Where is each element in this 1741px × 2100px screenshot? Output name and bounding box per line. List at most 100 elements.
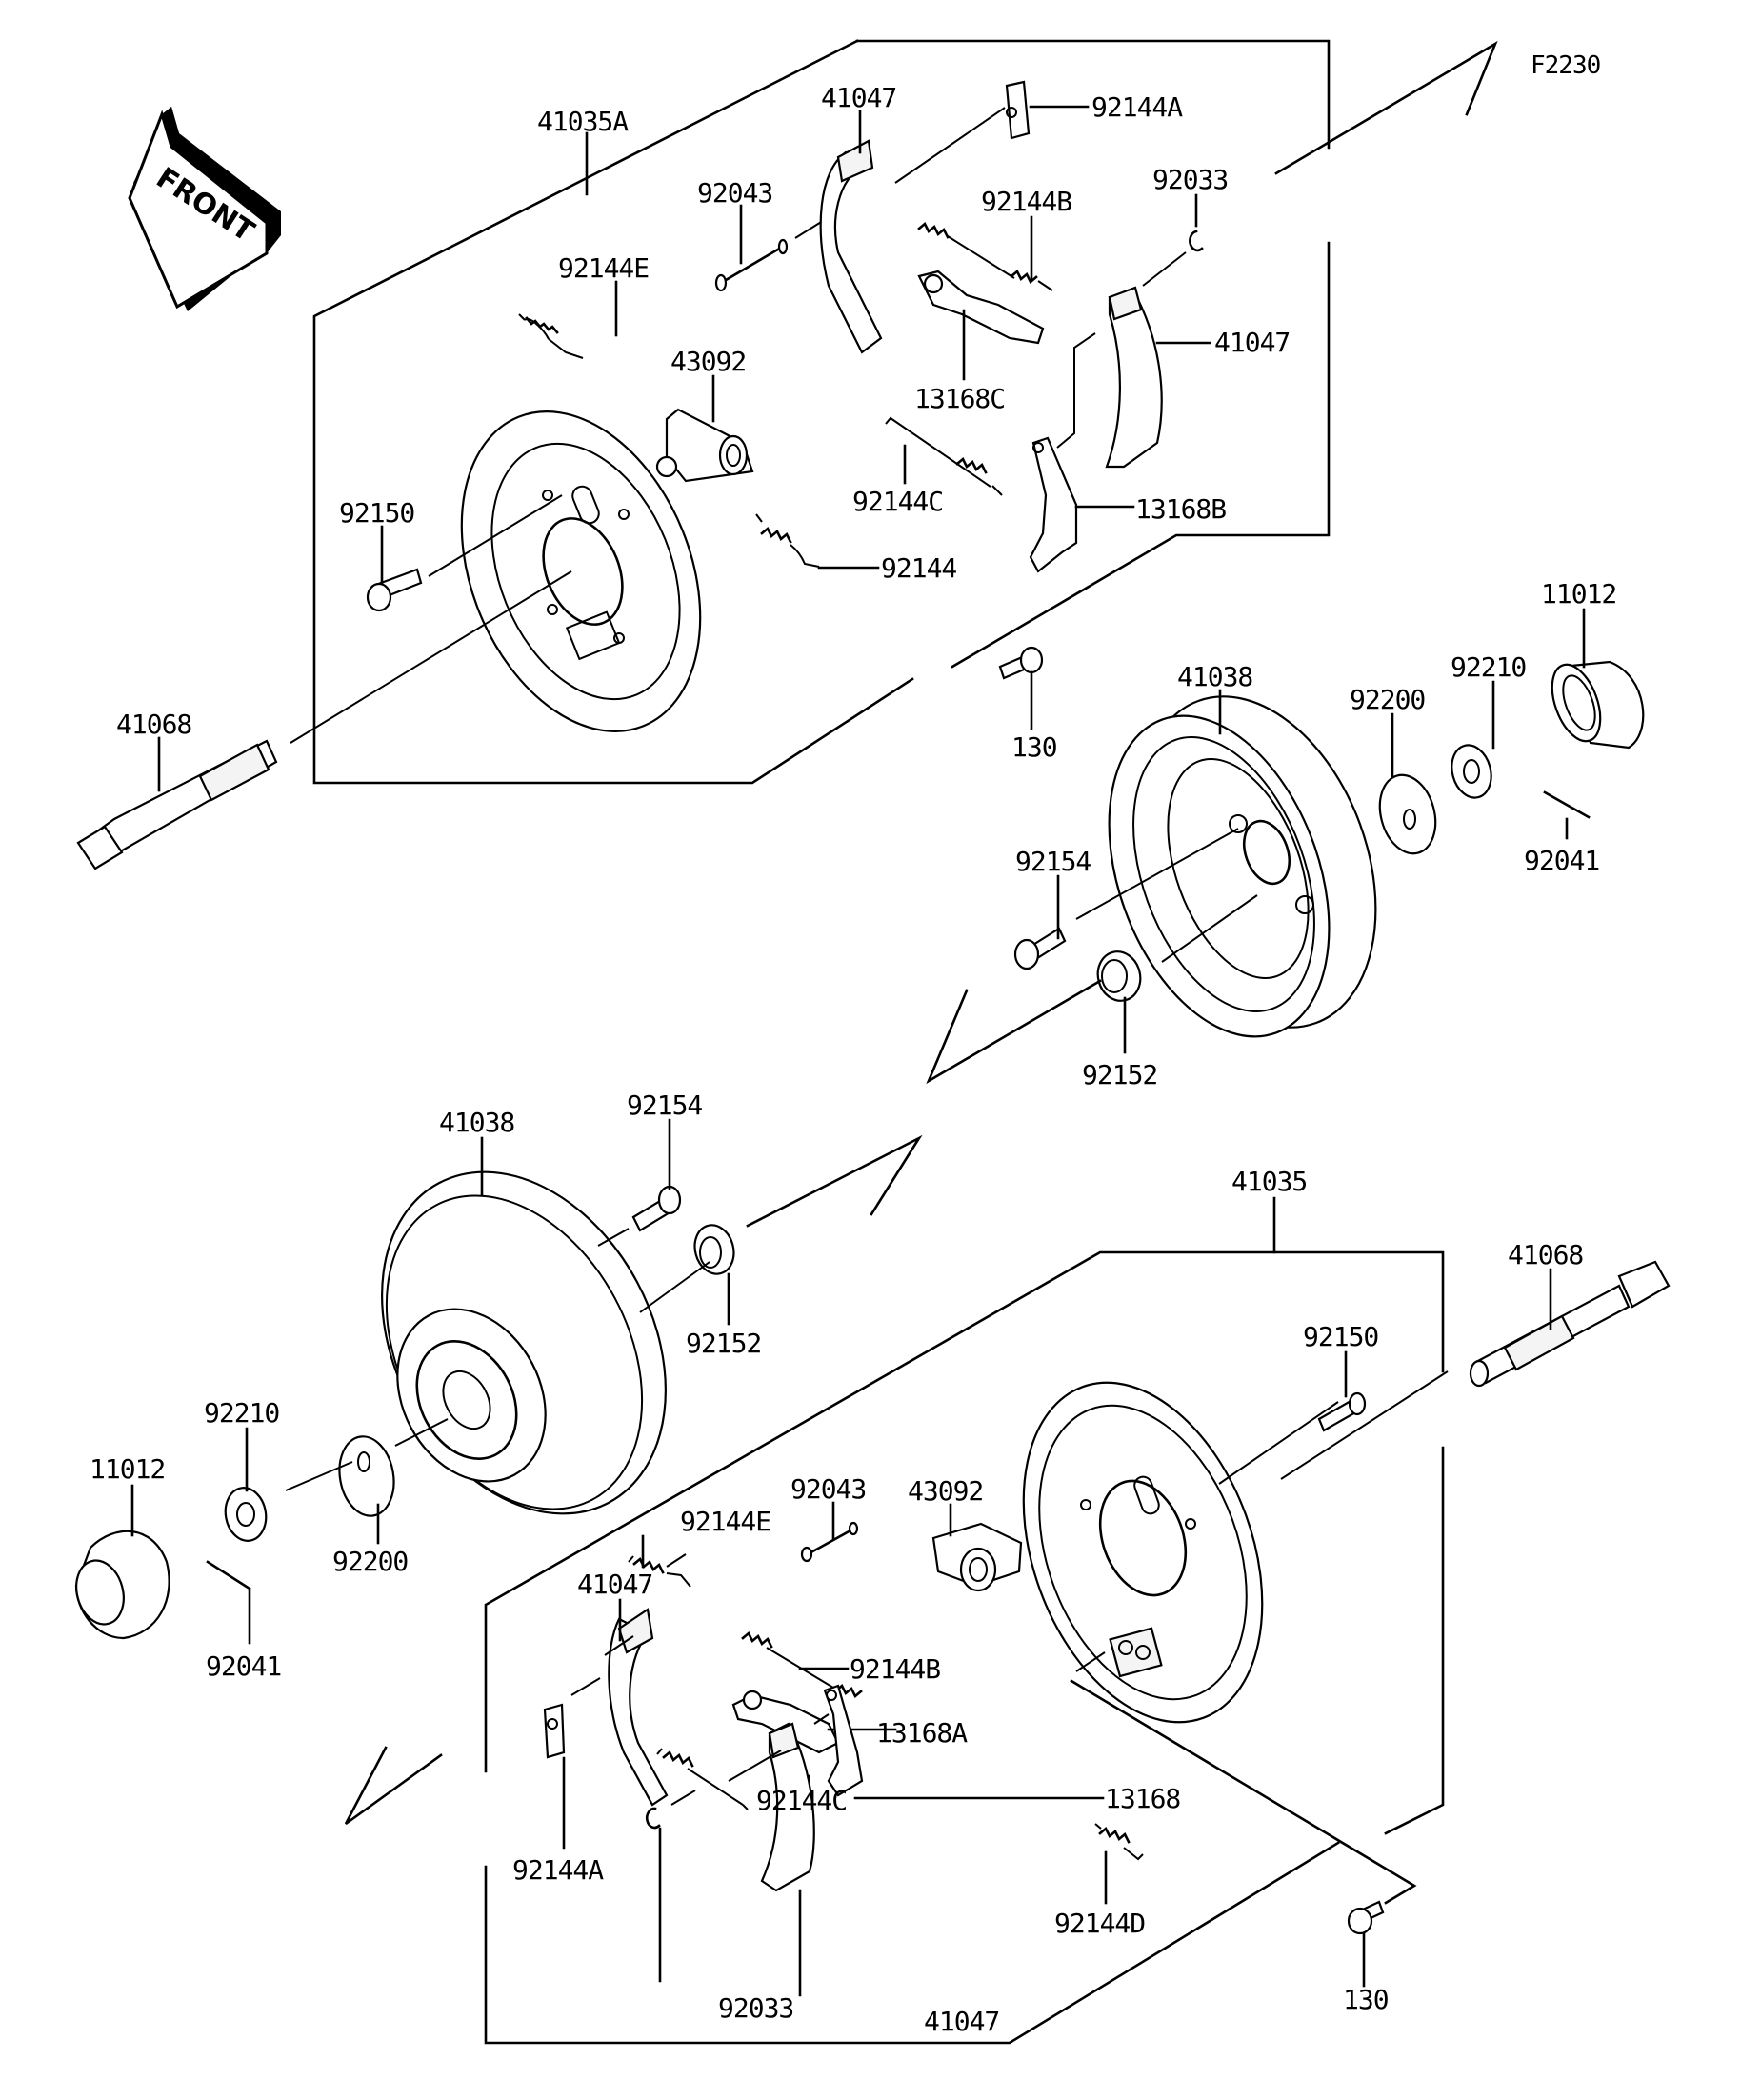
spring-92144E-upper[interactable] [518, 313, 584, 359]
spring-92144C-upper[interactable] [885, 416, 1003, 496]
callout-13168C-upper[interactable]: 13168C [914, 383, 1006, 414]
collar-92152-right[interactable] [1092, 947, 1146, 1006]
spring-92144C-lower[interactable] [656, 1748, 749, 1810]
axle-shaft-upper[interactable] [76, 739, 278, 870]
callout-92210-left[interactable]: 92210 [204, 1397, 280, 1429]
lever-13168B-upper[interactable] [1029, 436, 1078, 573]
spring-92144D-lower[interactable] [1094, 1823, 1144, 1861]
spring-clip-92144A-lower[interactable] [543, 1703, 566, 1759]
callout-41047-upper-right[interactable]: 41047 [1214, 327, 1291, 358]
callout-41038-left[interactable]: 41038 [439, 1107, 515, 1138]
callout-92144A-upper[interactable]: 92144A [1091, 91, 1184, 123]
callout-92150-lower[interactable]: 92150 [1303, 1321, 1379, 1352]
callout-92144E-upper[interactable]: 92144E [558, 252, 650, 284]
callout-92152-left[interactable]: 92152 [686, 1328, 762, 1359]
spring-clip-92144A-upper[interactable] [1005, 80, 1031, 140]
brake-drum-right[interactable] [1068, 664, 1418, 1068]
pin-92043-lower[interactable] [800, 1521, 859, 1563]
callout-92200-left[interactable]: 92200 [332, 1546, 409, 1577]
callout-92144A-lower[interactable]: 92144A [512, 1854, 605, 1886]
cotter-pin-92041-left[interactable] [206, 1560, 251, 1590]
callout-130-upper[interactable]: 130 [1011, 731, 1058, 763]
axis-line [604, 1635, 634, 1656]
brake-shoe-lower-left[interactable] [608, 1608, 669, 1807]
callout-13168-lower[interactable]: 13168 [1105, 1783, 1181, 1814]
callout-41068-upper[interactable]: 41068 [116, 709, 192, 740]
callout-43092-upper[interactable]: 43092 [670, 346, 747, 377]
callout-92200-right[interactable]: 92200 [1350, 684, 1426, 715]
callout-13168A-lower[interactable]: 13168A [876, 1717, 969, 1749]
spring-92144B-lower[interactable] [741, 1630, 863, 1699]
washer-92200-right[interactable] [1371, 769, 1444, 860]
spring-92144B-upper[interactable] [917, 221, 1053, 291]
wheel-cylinder-upper[interactable] [655, 408, 754, 483]
brake-panel-lower[interactable] [980, 1350, 1307, 1755]
axis-line [428, 494, 563, 577]
axis-line [1075, 828, 1239, 920]
brake-shoe-upper-right[interactable] [1105, 286, 1163, 469]
nut-92210-right[interactable] [1446, 741, 1496, 802]
callout-92210-right[interactable]: 92210 [1451, 651, 1527, 683]
callout-92043-upper[interactable]: 92043 [697, 177, 773, 209]
callout-92144B-upper[interactable]: 92144B [981, 186, 1072, 217]
bolt-130-upper[interactable] [998, 646, 1044, 680]
callout-130-lower[interactable]: 130 [1343, 1984, 1390, 2015]
callout-41047-lower-bottom[interactable]: 41047 [924, 2006, 1000, 2037]
callout-92144B-lower[interactable]: 92144B [850, 1653, 941, 1685]
callout-92154-left[interactable]: 92154 [627, 1090, 703, 1121]
callout-41068-lower[interactable]: 41068 [1508, 1239, 1584, 1270]
collar-92152-left[interactable] [690, 1221, 739, 1279]
callout-92144-upper[interactable]: 92144 [881, 552, 957, 584]
axis-line [1056, 332, 1096, 449]
bolt-92154-right[interactable] [1013, 927, 1067, 970]
callout-92144E-lower[interactable]: 92144E [680, 1506, 771, 1537]
axis-line [813, 1713, 830, 1725]
callout-92144C-lower[interactable]: 92144C [756, 1785, 848, 1816]
axle-shaft-lower[interactable] [1469, 1260, 1671, 1388]
callout-41047-upper-left[interactable]: 41047 [821, 82, 897, 113]
washer-92200-left[interactable] [333, 1432, 400, 1520]
callout-43092-lower[interactable]: 43092 [908, 1475, 984, 1507]
front-arrow-icon: FRONT [128, 107, 281, 311]
cap-11012-right[interactable] [1543, 658, 1645, 750]
lever-13168-lower[interactable] [823, 1684, 864, 1797]
callout-92041-right[interactable]: 92041 [1524, 845, 1600, 876]
brake-shoe-upper-left[interactable] [819, 139, 883, 354]
group-bracket-line [746, 1134, 923, 1228]
callout-41047-lower-left[interactable]: 41047 [577, 1569, 653, 1600]
callout-41035[interactable]: 41035 [1231, 1166, 1308, 1197]
callout-41038-right[interactable]: 41038 [1177, 661, 1253, 692]
brake-shoe-lower-bottom[interactable] [760, 1722, 815, 1892]
bolt-130-lower[interactable] [1347, 1900, 1385, 1935]
callout-92154-right[interactable]: 92154 [1015, 846, 1091, 877]
clip-92033-upper[interactable] [1189, 230, 1204, 252]
brake-drum-left[interactable] [326, 1123, 723, 1563]
callout-41035A[interactable]: 41035A [537, 106, 630, 137]
callout-92144C-upper[interactable]: 92144C [852, 486, 944, 517]
callout-92144D-lower[interactable]: 92144D [1054, 1908, 1146, 1939]
clip-92033-lower[interactable] [646, 1807, 661, 1830]
callout-92041-left[interactable]: 92041 [206, 1650, 282, 1682]
pin-92043-upper[interactable] [714, 238, 789, 292]
callout-92150-upper[interactable]: 92150 [339, 497, 415, 529]
callout-13168B-upper[interactable]: 13168B [1135, 493, 1227, 525]
callout-11012-right[interactable]: 11012 [1541, 578, 1617, 610]
callout-92043-lower[interactable]: 92043 [790, 1473, 867, 1505]
cap-11012-left[interactable] [70, 1530, 170, 1640]
lower-assembly-frame-bottom [484, 1841, 1340, 2045]
bolt-92154-left[interactable] [631, 1185, 682, 1232]
lever-13168C-upper[interactable] [917, 270, 1045, 345]
nut-92210-left[interactable] [221, 1485, 270, 1544]
spring-92144-upper[interactable] [755, 513, 820, 568]
bolt-92150-upper[interactable] [366, 568, 423, 612]
callout-11012-left[interactable]: 11012 [90, 1453, 166, 1485]
callout-92033-lower[interactable]: 92033 [718, 1992, 794, 2024]
wheel-cylinder-lower[interactable] [931, 1522, 1023, 1592]
callout-92033-upper[interactable]: 92033 [1152, 164, 1229, 195]
spring-92144E-lower[interactable] [628, 1555, 691, 1588]
bolt-92150-lower[interactable] [1317, 1391, 1367, 1432]
cotter-pin-92041-right[interactable] [1543, 790, 1591, 819]
callout-92152-right[interactable]: 92152 [1082, 1059, 1158, 1090]
axis-line [597, 1228, 630, 1247]
